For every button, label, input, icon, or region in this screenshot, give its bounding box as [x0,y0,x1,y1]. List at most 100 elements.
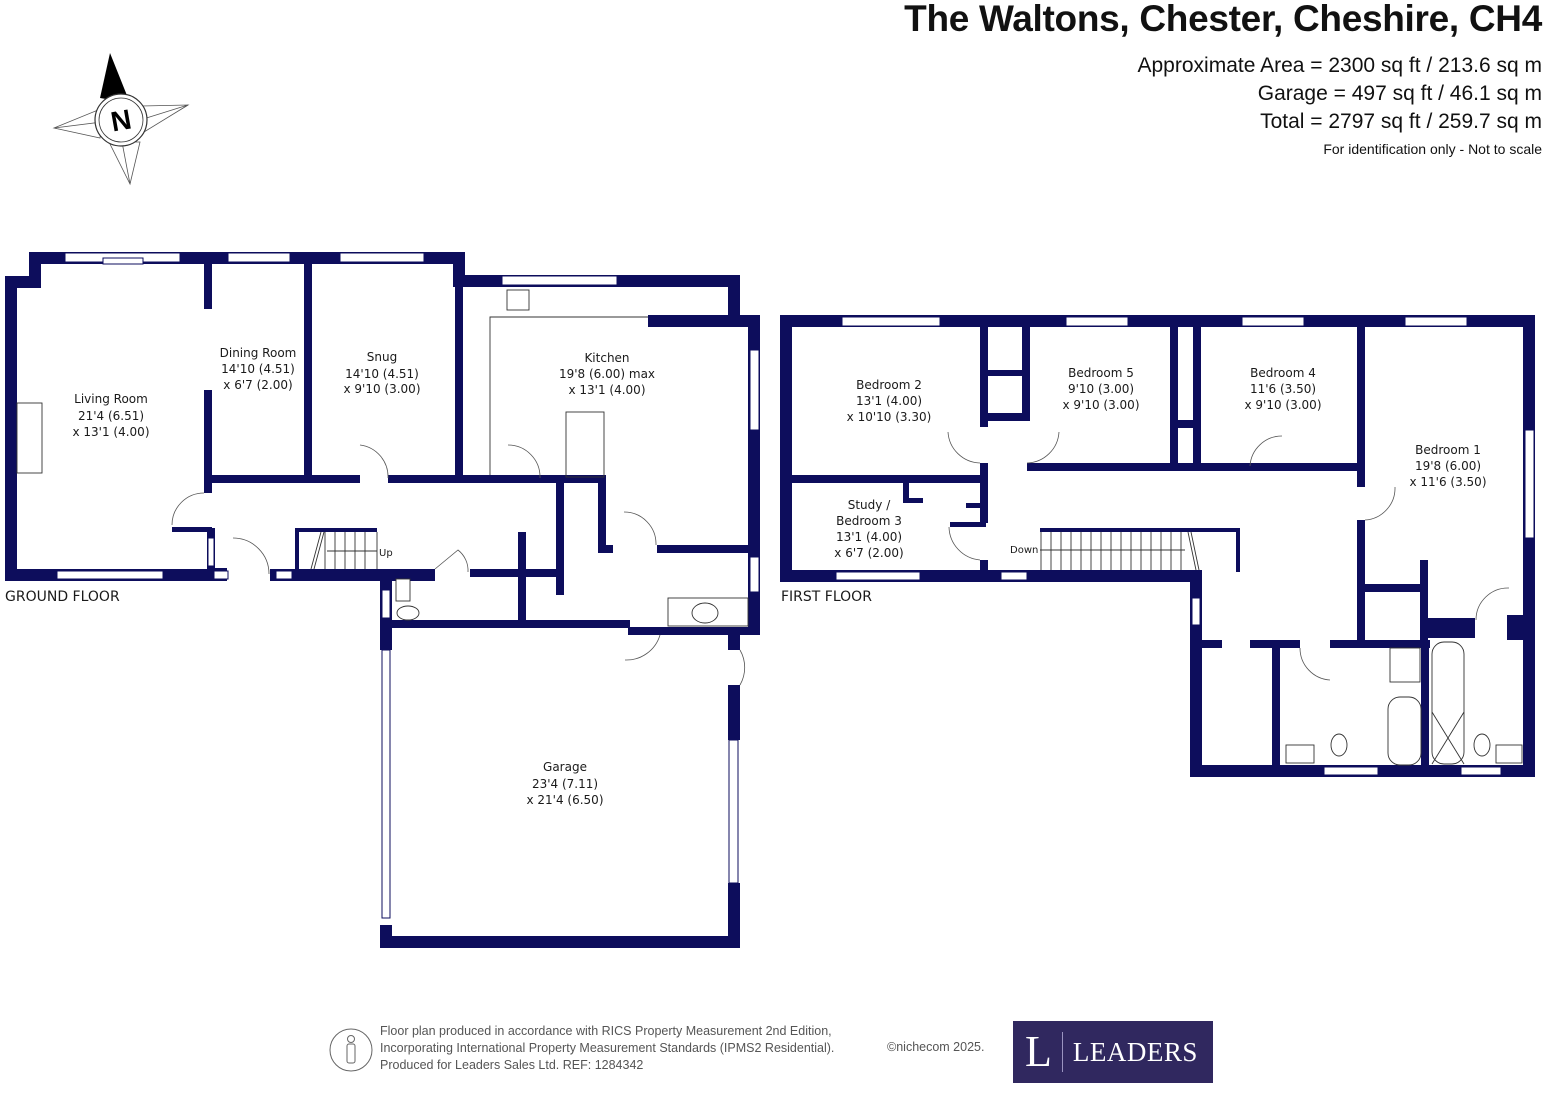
wall [204,264,212,309]
wall [1022,327,1030,421]
wc-basin [395,578,411,602]
stairs-up-label: Up [379,548,393,559]
wall [1202,640,1222,648]
basin [1495,744,1523,764]
wall [518,532,526,624]
wall [304,264,312,479]
window [835,571,921,581]
shower-tray [1389,647,1421,683]
wall [1170,327,1178,467]
bedroom-5-dim1: 9'10 (3.00) [1068,382,1134,396]
wall [1421,640,1429,770]
wall [1420,618,1475,638]
window [339,252,425,263]
wall [1170,420,1200,428]
bedroom-1-label: Bedroom 1 [1415,443,1481,457]
kitchen-label: Kitchen [584,351,629,365]
wall [1420,560,1428,640]
bedroom-2-label: Bedroom 2 [856,378,922,392]
wall [648,315,760,327]
logo-letter: L [1025,1027,1052,1076]
dining-room-dim1: 14'10 (4.51) [221,362,295,376]
wall [980,413,1028,421]
wall [1357,327,1365,487]
stairs-down [1040,531,1200,571]
door-swing [739,649,746,686]
door-swing [1249,435,1283,467]
kitchen-island [565,411,605,478]
fireplace [16,402,43,474]
dining-room-label: Dining Room [220,346,297,360]
person-info-icon [329,1028,373,1072]
stairs-down-label: Down [1010,545,1038,556]
door-swing [232,537,270,575]
wall [455,264,463,479]
garage-area: Garage = 497 sq ft / 46.1 sq m [1257,82,1542,105]
footer-reference: Produced for Leaders Sales Ltd. REF: 128… [380,1058,644,1072]
window [227,252,291,263]
footer-line: Floor plan produced in accordance with R… [380,1024,832,1038]
copyright: ©nichecom 2025. [887,1040,985,1054]
living-room-label: Living Room [74,392,148,406]
wall [728,685,740,740]
bedroom-2-dim2: x 10'10 (3.30) [847,410,932,424]
stair-wall [295,528,377,532]
footer-disclaimer: Floor plan produced in accordance with R… [380,1023,834,1074]
ground-floor-labels: Living Room 21'4 (6.51) x 13'1 (4.00) Di… [5,346,655,807]
wall [388,475,556,483]
wall [556,575,564,595]
floor-plan: .w { fill:#0d0d5c; } .win { fill:#fff; s… [5,252,1535,948]
wall [5,276,17,581]
kitchen-dim1: 19'8 (6.00) max [559,367,655,381]
wall [1523,615,1535,777]
wall [780,315,792,582]
north-compass-icon: N [52,53,190,186]
window [213,570,229,580]
total-area: Total = 2797 sq ft / 259.7 sq m [1260,110,1542,133]
door-swing [1475,587,1510,621]
wall [540,475,606,483]
ground-floor-plan [5,252,760,948]
bedroom-1-dim1: 19'8 (6.00) [1415,459,1481,473]
wall [380,628,392,650]
garage-label: Garage [543,760,587,774]
utility-sink [691,602,719,624]
wall [204,390,212,493]
window [728,739,739,884]
kitchen-dim2: x 13'1 (4.00) [568,383,645,397]
study-label-2: Bedroom 3 [836,514,902,528]
first-floor-labels: Bedroom 2 13'1 (4.00) x 10'10 (3.30) Bed… [781,366,1487,605]
bedroom-4-label: Bedroom 4 [1250,366,1316,380]
bath [1431,641,1465,765]
study-dim1: 13'1 (4.00) [836,530,902,544]
bedroom-2-dim1: 13'1 (4.00) [856,394,922,408]
stairs-up [310,531,378,570]
living-room-dim2: x 13'1 (4.00) [72,425,149,439]
bath [1387,696,1422,766]
stair-wall [295,528,299,570]
wall [1507,615,1525,640]
logo-text: LEADERS [1072,1036,1198,1067]
window [1460,766,1502,776]
wall [556,483,564,593]
dining-room-dim2: x 6'7 (2.00) [223,378,292,392]
door-swing [434,549,469,573]
window [1241,316,1305,327]
wall [966,503,986,508]
study-label: Study / [848,498,891,512]
wall [1357,520,1365,640]
door-swing [171,492,205,526]
snug-dim2: x 9'10 (3.00) [343,382,420,396]
wall [792,475,987,483]
wc-toilet [396,605,420,621]
window [207,537,215,567]
wall [1193,327,1201,467]
logo-divider [1061,1032,1063,1072]
garage-dim2: x 21'4 (6.50) [526,793,603,807]
window [1065,316,1129,327]
wall [212,475,360,483]
wall [1272,640,1280,770]
door-swing [948,526,981,561]
window [381,589,391,619]
door-swing [1364,486,1396,521]
